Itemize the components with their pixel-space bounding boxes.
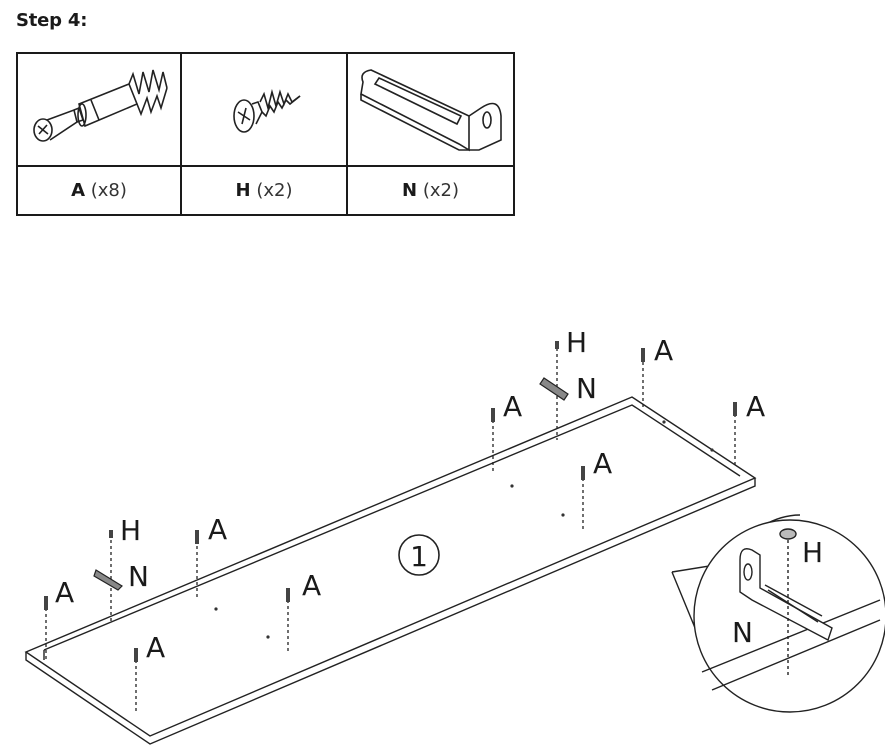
part-h-label: H (x2): [180, 165, 348, 216]
detail-callout: [671, 514, 885, 713]
label-a-4: A: [302, 569, 321, 602]
detail-label-h: H: [802, 536, 823, 569]
detail-label-n: N: [732, 616, 753, 649]
panel-number-circle: [398, 534, 440, 576]
part-n-label: N (x2): [346, 165, 515, 216]
label-a-5: A: [503, 390, 522, 423]
label-h-1: H: [120, 514, 141, 547]
label-a-6: A: [593, 447, 612, 480]
part-a-image-cell: [16, 52, 182, 167]
label-a-2: A: [146, 631, 165, 664]
part-h-image-cell: [180, 52, 348, 167]
label-n-2: N: [576, 372, 597, 405]
label-h-2: H: [566, 326, 587, 359]
parts-table: A (x8) H (x2) N (x2): [16, 52, 515, 216]
panel-number: 1: [410, 540, 428, 573]
step-title: Step 4:: [16, 10, 88, 31]
part-a-label: A (x8): [16, 165, 182, 216]
part-n-image-cell: [346, 52, 515, 167]
screw-icon: [233, 88, 301, 133]
label-a-1: A: [55, 576, 74, 609]
label-a-7: A: [654, 334, 673, 367]
label-a-3: A: [208, 513, 227, 546]
label-a-8: A: [746, 390, 765, 423]
l-bracket-icon: [360, 69, 502, 152]
cam-dowel-icon: [33, 69, 168, 142]
label-n-1: N: [128, 560, 149, 593]
